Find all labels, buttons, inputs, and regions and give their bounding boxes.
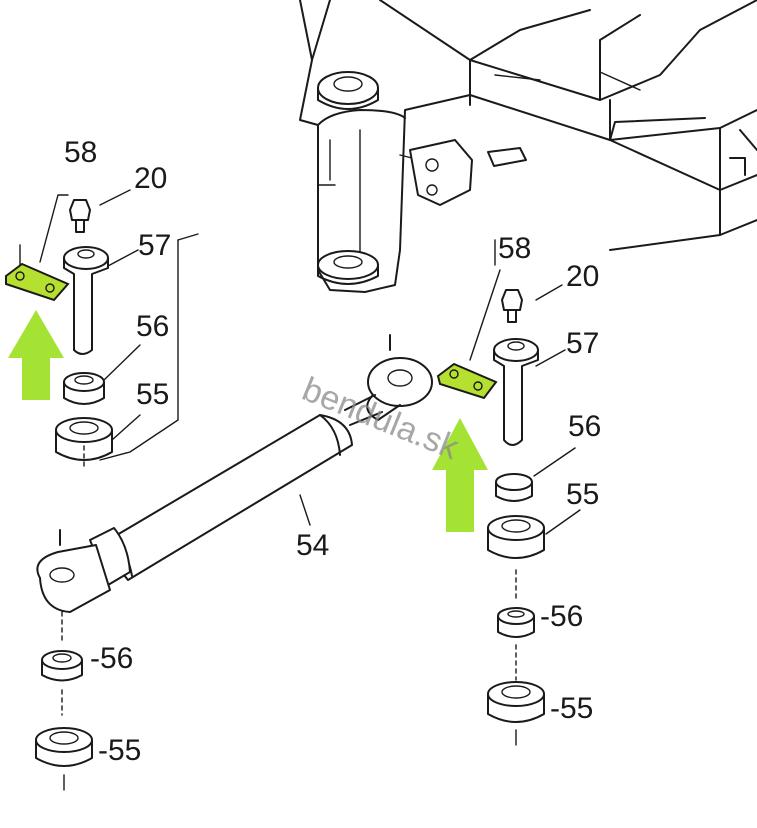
arrow-up-icon <box>8 310 64 400</box>
label-57-left: 57 <box>138 229 171 262</box>
label-55-bottom-left: -55 <box>98 734 141 767</box>
label-56-bottom-right: -56 <box>540 600 583 633</box>
right-pin-assembly <box>436 239 581 601</box>
bushing-55-left <box>55 417 113 461</box>
left-pin-assembly <box>5 189 199 471</box>
hydraulic-cylinder-54 <box>36 334 433 641</box>
label-58-right: 58 <box>498 232 531 265</box>
plate-58-left <box>5 262 70 302</box>
label-56-left: 56 <box>136 310 169 343</box>
label-56-right: 56 <box>568 410 601 443</box>
label-20-right: 20 <box>566 260 599 293</box>
pin-57-right <box>493 338 539 446</box>
arrow-up-icon <box>432 418 488 532</box>
bushing-55-right <box>487 515 545 559</box>
bushing-56-left <box>63 372 105 405</box>
grease-nipple-20-right <box>501 289 523 323</box>
label-55-right: 55 <box>566 478 599 511</box>
lower-right-bushings <box>487 607 545 746</box>
label-54: 54 <box>296 529 329 562</box>
label-55-left: 55 <box>136 378 169 411</box>
frame-housing <box>299 0 757 293</box>
label-58-left: 58 <box>64 136 97 169</box>
grease-nipple-20-left <box>69 199 91 233</box>
pin-57-left <box>63 246 109 355</box>
plate-58-right <box>436 362 498 400</box>
label-57-right: 57 <box>566 327 599 360</box>
label-20-left: 20 <box>134 162 167 195</box>
bushing-56-right <box>495 473 533 502</box>
label-55-bottom-right: -55 <box>550 692 593 725</box>
label-56-bottom-left: -56 <box>90 642 133 675</box>
lower-left-bushings <box>35 650 93 791</box>
